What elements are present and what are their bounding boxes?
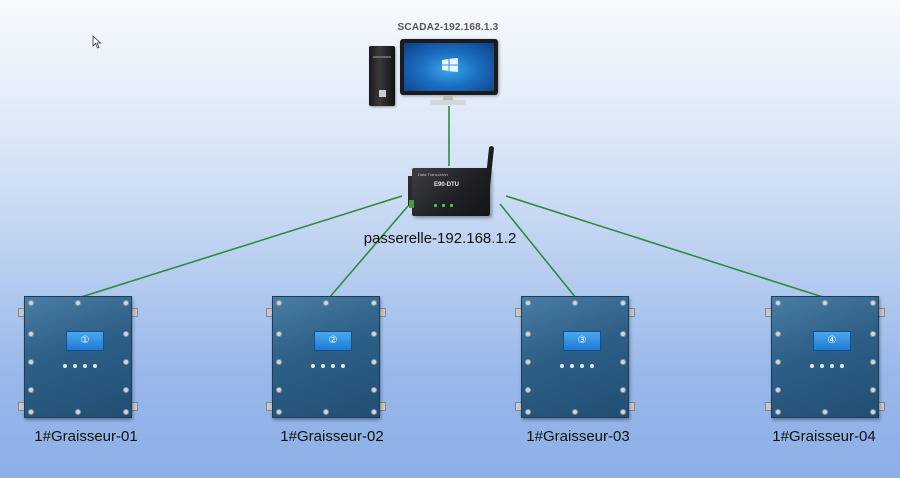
- screw: [525, 409, 531, 415]
- indicator-dot: [820, 364, 824, 368]
- screw: [775, 331, 781, 337]
- screw: [276, 331, 282, 337]
- screw: [28, 359, 34, 365]
- gateway-brand-text: E90-DTU: [434, 182, 460, 188]
- screw: [620, 331, 626, 337]
- indicator-dot: [810, 364, 814, 368]
- screw: [123, 331, 129, 337]
- indicator-dot: [830, 364, 834, 368]
- monitor: [400, 39, 498, 95]
- screw: [775, 409, 781, 415]
- indicator-dot: [93, 364, 97, 368]
- windows-logo-icon: [442, 58, 458, 72]
- mouse-cursor-icon: [92, 35, 102, 49]
- indicator-dot: [321, 364, 325, 368]
- screw: [276, 409, 282, 415]
- device-label: 1#Graisseur-03: [526, 428, 630, 445]
- cabinet-panel: ①: [24, 296, 132, 418]
- indicator-dot: [560, 364, 564, 368]
- screw: [775, 300, 781, 306]
- screw: [620, 359, 626, 365]
- gateway-body: Data Transceiver E90-DTU: [412, 168, 490, 216]
- screw: [525, 359, 531, 365]
- screw: [371, 359, 377, 365]
- screw: [123, 409, 129, 415]
- screw: [775, 387, 781, 393]
- screw: [75, 300, 81, 306]
- cabinet-panel: ④: [771, 296, 879, 418]
- screw: [572, 409, 578, 415]
- device-number-display: ④: [813, 331, 851, 351]
- device-label: 1#Graisseur-04: [772, 428, 876, 445]
- device-label: 1#Graisseur-02: [280, 428, 384, 445]
- screw: [28, 300, 34, 306]
- screw: [620, 387, 626, 393]
- screw: [870, 409, 876, 415]
- screw: [822, 409, 828, 415]
- cabinet-panel: ②: [272, 296, 380, 418]
- screw: [822, 300, 828, 306]
- screw: [525, 331, 531, 337]
- screw: [620, 300, 626, 306]
- screw: [123, 359, 129, 365]
- desktop-computer-icon[interactable]: [366, 38, 502, 108]
- screw: [75, 409, 81, 415]
- screw: [323, 300, 329, 306]
- link-gateway-device-2: [328, 205, 409, 299]
- screw: [572, 300, 578, 306]
- indicator-dot: [63, 364, 67, 368]
- terminal-block: [409, 200, 414, 208]
- indicator-dot: [590, 364, 594, 368]
- grease-lubricator-device[interactable]: ④: [765, 294, 885, 418]
- device-number-display: ②: [314, 331, 352, 351]
- screw: [371, 300, 377, 306]
- indicator-dot: [840, 364, 844, 368]
- link-gateway-device-4: [505, 195, 827, 299]
- grease-lubricator-device[interactable]: ①: [18, 294, 138, 418]
- screw: [123, 387, 129, 393]
- screw: [775, 359, 781, 365]
- screw: [371, 331, 377, 337]
- gateway-label: passerelle-192.168.1.2: [363, 230, 517, 247]
- windows-logo-icon: [379, 90, 386, 97]
- indicator-dot: [341, 364, 345, 368]
- pc-tower: [369, 46, 395, 106]
- indicator-dot: [311, 364, 315, 368]
- screw: [371, 387, 377, 393]
- dtu-gateway-icon[interactable]: Data Transceiver E90-DTU: [408, 145, 500, 220]
- device-label: 1#Graisseur-01: [34, 428, 138, 445]
- link-gateway-device-3: [499, 203, 577, 299]
- link-gateway-device-1: [77, 195, 403, 299]
- device-number-display: ①: [66, 331, 104, 351]
- indicator-dot: [570, 364, 574, 368]
- screw: [28, 387, 34, 393]
- screw: [276, 359, 282, 365]
- screw: [28, 331, 34, 337]
- screw: [620, 409, 626, 415]
- screw: [123, 300, 129, 306]
- indicator-dot: [331, 364, 335, 368]
- grease-lubricator-device[interactable]: ②: [266, 294, 386, 418]
- indicator-dot: [73, 364, 77, 368]
- scada-label: SCADA2-192.168.1.3: [397, 22, 499, 33]
- indicator-dot: [83, 364, 87, 368]
- monitor-screen: [404, 43, 494, 91]
- screw: [28, 409, 34, 415]
- cabinet-panel: ③: [521, 296, 629, 418]
- gateway-small-text: Data Transceiver: [418, 172, 449, 177]
- screw: [870, 359, 876, 365]
- screw: [870, 387, 876, 393]
- device-number-display: ③: [563, 331, 601, 351]
- screw: [323, 409, 329, 415]
- screw: [870, 300, 876, 306]
- screw: [276, 300, 282, 306]
- screw: [525, 300, 531, 306]
- grease-lubricator-device[interactable]: ③: [515, 294, 635, 418]
- screw: [525, 387, 531, 393]
- screw: [870, 331, 876, 337]
- screw: [371, 409, 377, 415]
- screw: [276, 387, 282, 393]
- indicator-dot: [580, 364, 584, 368]
